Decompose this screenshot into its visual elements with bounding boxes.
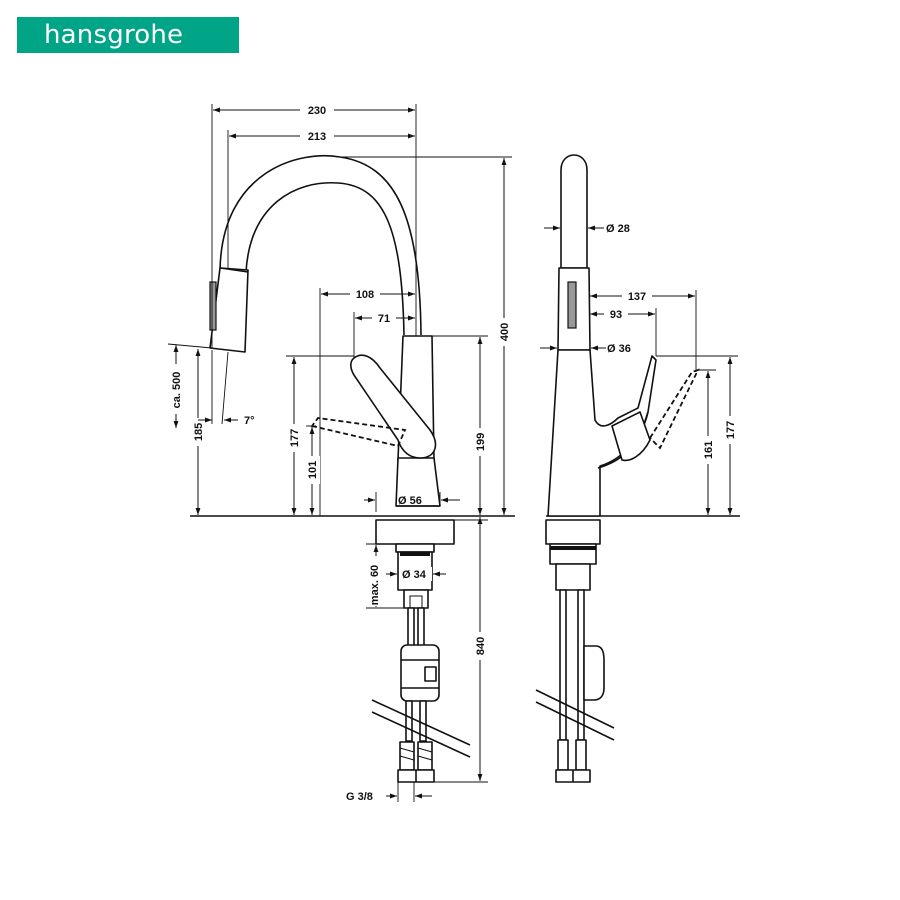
hose-right-bottom [419, 700, 427, 742]
side-view [535, 154, 740, 783]
dim-label-108: 108 [356, 289, 374, 301]
break-line-front-1 [371, 699, 471, 746]
dim-label-g38: G 3/8 [346, 791, 373, 803]
shank-detail [409, 595, 423, 609]
lever-handle [350, 354, 437, 459]
hose-right-top [417, 607, 425, 649]
dim-label-400: 400 [499, 323, 511, 341]
side-lever-alt-position [648, 368, 700, 450]
hansgrohe-logo: hansgrohe [17, 17, 239, 53]
dim-label-137: 137 [628, 291, 646, 303]
hose-weight-clip [424, 666, 437, 682]
dim-label-101: 101 [307, 461, 319, 479]
connector-right [417, 741, 433, 771]
break-line-side-2 [535, 701, 615, 741]
mounting-washer [395, 543, 435, 553]
side-spout-tube [560, 154, 588, 269]
dim-label-161: 161 [703, 441, 715, 459]
dim-label-93: 93 [610, 309, 622, 321]
dim-label-185: 185 [193, 423, 205, 441]
side-connector-left [557, 739, 569, 771]
dim-label-7deg: 7° [244, 415, 255, 427]
shank-ring [400, 552, 430, 556]
dim-label-d28: Ø 28 [606, 223, 630, 235]
front-view [190, 154, 515, 783]
dim-label-d34: Ø 34 [402, 569, 427, 581]
dim-label-ca500: ca. 500 [171, 372, 183, 409]
connector-threads [399, 747, 433, 761]
hose-left-bottom [405, 700, 413, 742]
shank-nut [403, 589, 429, 609]
side-mounting-plate [545, 519, 601, 545]
dim-label-177: 177 [289, 429, 301, 447]
side-hose-weight [583, 645, 605, 701]
spout-inner [245, 182, 405, 336]
dim-label-71: 71 [378, 313, 390, 325]
dim-label-max60: max. 60 [369, 565, 381, 605]
mounting-plate [375, 519, 455, 545]
spray-head-joint [220, 267, 249, 273]
spray-button [209, 281, 217, 331]
connector-left [399, 741, 415, 771]
dim-label-230: 230 [308, 105, 326, 117]
front-dimensions: 230 213 400 199 108 71 ca. 500 185 [166, 103, 512, 803]
dim-label-199: 199 [475, 433, 487, 451]
dim-label-d56: Ø 56 [398, 495, 422, 507]
dim-label-side-177: 177 [725, 421, 737, 439]
side-hose-left [559, 589, 567, 741]
side-spray-button [567, 281, 577, 329]
logo-text: hansgrohe [44, 20, 184, 50]
dim-label-213: 213 [308, 131, 326, 143]
side-dimensions: Ø 28 137 93 Ø 36 177 161 [540, 223, 738, 515]
side-shank-ring [550, 546, 596, 550]
dim-label-d36: Ø 36 [607, 343, 631, 355]
hose-left-top [407, 607, 415, 649]
dim-label-840: 840 [475, 637, 487, 655]
side-connector-right [575, 739, 587, 771]
side-hose-right [577, 589, 585, 741]
break-line-front-2 [371, 711, 471, 758]
break-line-side-1 [535, 689, 615, 729]
side-shank-lower [555, 563, 591, 591]
lever-alt-position [310, 417, 407, 448]
side-body [547, 349, 657, 517]
side-lever [611, 411, 651, 462]
